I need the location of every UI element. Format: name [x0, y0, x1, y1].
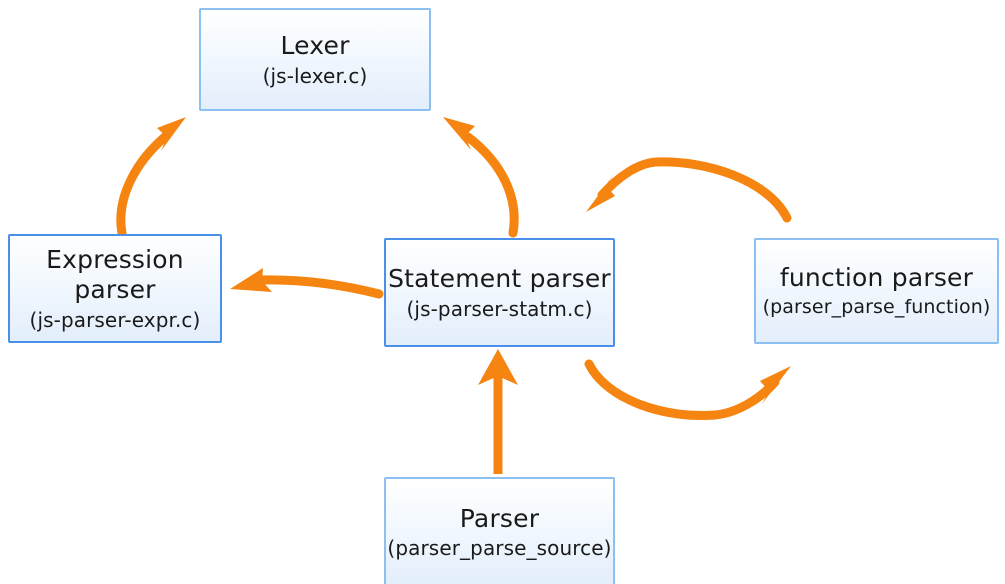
node-parser-subtitle: (parser_parse_source)	[387, 536, 612, 561]
node-function-parser-title: function parser	[779, 263, 974, 293]
node-parser-title: Parser	[459, 503, 540, 533]
node-parser[interactable]: Parser (parser_parse_source)	[384, 477, 615, 584]
node-function-parser-subtitle: (parser_parse_function)	[762, 295, 991, 318]
node-expression-parser-title: Expression parser	[46, 244, 184, 305]
edge-expression-to-lexer	[116, 117, 186, 238]
edge-function-to-statement	[586, 157, 792, 223]
edge-statement-to-function	[584, 359, 791, 421]
edge-statement-to-lexer	[443, 117, 519, 238]
node-statement-parser[interactable]: Statement parser (js-parser-statm.c)	[384, 238, 615, 347]
node-lexer-subtitle: (js-lexer.c)	[262, 63, 368, 88]
edge-parser-to-statement	[478, 349, 518, 474]
node-statement-parser-title: Statement parser	[388, 264, 611, 294]
node-lexer[interactable]: Lexer (js-lexer.c)	[199, 8, 431, 111]
node-statement-parser-subtitle: (js-parser-statm.c)	[406, 296, 593, 321]
node-lexer-title: Lexer	[280, 31, 350, 61]
node-expression-parser-subtitle: (js-parser-expr.c)	[29, 307, 201, 332]
node-function-parser[interactable]: function parser (parser_parse_function)	[754, 238, 999, 344]
node-expression-parser[interactable]: Expression parser (js-parser-expr.c)	[8, 234, 222, 343]
edge-statement-to-expression	[230, 268, 384, 299]
